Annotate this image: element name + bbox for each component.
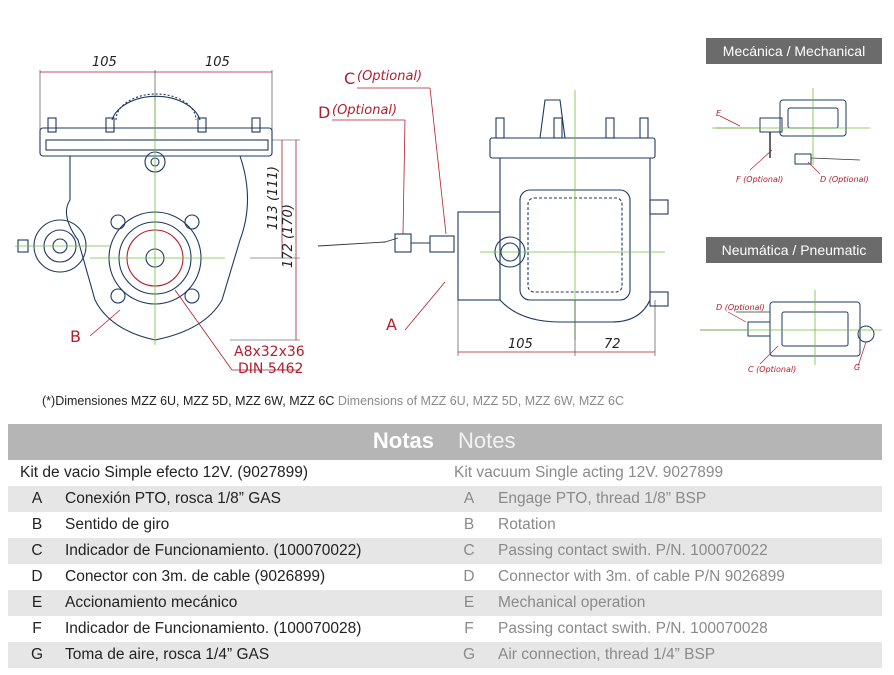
callout-c-optional: (Optional) [357,69,422,84]
notes-header: Notas Notes [8,424,882,460]
callout-b: B [70,327,81,346]
kit-description-en: Kit vacuum Single acting 12V. 9027899 [454,464,724,481]
row-text-es: Toma de aire, rosca 1/4” GAS [65,646,270,663]
table-row: A Conexión PTO, rosca 1/8” GAS A Engage … [8,486,882,512]
notes-table: Kit de vacio Simple efecto 12V. (9027899… [8,460,882,668]
notes-title-es: Notas [372,428,434,453]
pneumatic-callout-g: G [854,363,860,372]
row-text-en: Rotation [498,516,556,533]
row-letter-en: F [464,620,474,637]
row-letter: F [32,620,42,637]
row-text-en: Connector with 3m. of cable P/N 9026899 [498,568,785,585]
table-row: B Sentido de giro B Rotation [8,512,882,538]
row-text-en: Passing contact swith. P/N. 100070028 [498,620,768,637]
dim-105-right: 105 [205,55,230,70]
dimensions-note: (*)Dimensiones MZZ 6U, MZZ 5D, MZZ 6W, M… [42,394,624,408]
side-view [317,87,669,356]
row-letter-en: C [463,542,475,559]
row-text-es: Accionamiento mecánico [65,594,238,611]
row-text-es: Sentido de giro [65,516,170,533]
table-row: F Indicador de Funcionamiento. (10007002… [8,616,882,642]
dim-105-left: 105 [92,55,117,70]
mechanical-view [712,88,870,175]
table-row: C Indicador de Funcionamiento. (10007002… [8,538,882,564]
dim-105-side: 105 [508,337,533,352]
row-text-es: Indicador de Funcionamiento. (100070022) [65,542,362,559]
dimensions-note-en: Dimensions of MZZ 6U, MZZ 5D, MZZ 6W, MZ… [337,394,625,408]
row-text-es: Indicador de Funcionamiento. (100070028) [65,620,362,637]
row-letter: G [30,646,44,663]
technical-drawing: 105 105 113 (111) 172 (170) 105 72 C (Op… [15,55,882,377]
kit-description-es: Kit de vacio Simple efecto 12V. (9027899… [20,464,309,481]
mechanical-callout-e: E [716,109,722,118]
notes-title-en: Notes [458,428,516,453]
row-text-en: Air connection, thread 1/4” BSP [498,646,716,663]
mechanical-panel-title: Mecánica / Mechanical [706,38,882,64]
dimensions-note-es: (*)Dimensiones MZZ 6U, MZZ 5D, MZZ 6W, M… [42,394,335,408]
row-text-en: Passing contact swith. P/N. 100070022 [498,542,768,559]
table-row: G Toma de aire, rosca 1/4” GAS G Air con… [8,642,882,668]
callout-c: C [344,69,355,88]
callout-d-optional: (Optional) [332,103,397,118]
row-letter-en: B [463,516,475,533]
row-letter-en: D [463,568,475,585]
mechanical-callout-f: F (Optional) [736,175,783,184]
mechanical-callout-d: D (Optional) [820,175,869,184]
row-letter-en: G [462,646,476,663]
row-text-es: Conector con 3m. de cable (9026899) [65,568,326,585]
row-letter: D [31,568,43,585]
row-text-es: Conexión PTO, rosca 1/8” GAS [65,490,281,507]
row-letter: B [31,516,43,533]
pneumatic-panel-title: Neumática / Pneumatic [706,237,882,263]
row-letter-en: A [463,490,475,507]
callout-a: A [386,315,397,334]
row-letter: E [31,594,43,611]
front-view [15,70,300,371]
row-letter-en: E [463,594,475,611]
table-row: E Accionamiento mecánico E Mechanical op… [8,590,882,616]
pneumatic-callout-d: D (Optional) [716,303,765,312]
pneumatic-callout-c: C (Optional) [748,365,796,374]
row-letter: C [31,542,43,559]
callout-d: D [318,103,330,122]
dim-113: 113 (111) [266,166,281,230]
row-text-en: Mechanical operation [498,594,646,611]
row-letter: A [31,490,43,507]
row-text-en: Engage PTO, thread 1/8” BSP [498,490,707,507]
spline-spec-line1: A8x32x36 [234,344,305,360]
table-row: D Conector con 3m. de cable (9026899) D … [8,564,882,590]
pneumatic-view [700,290,882,367]
notes-kit-row: Kit de vacio Simple efecto 12V. (9027899… [8,460,882,486]
spline-spec-line2: DIN 5462 [238,361,303,377]
dim-172: 172 (170) [281,204,296,268]
dim-72: 72 [604,337,621,352]
